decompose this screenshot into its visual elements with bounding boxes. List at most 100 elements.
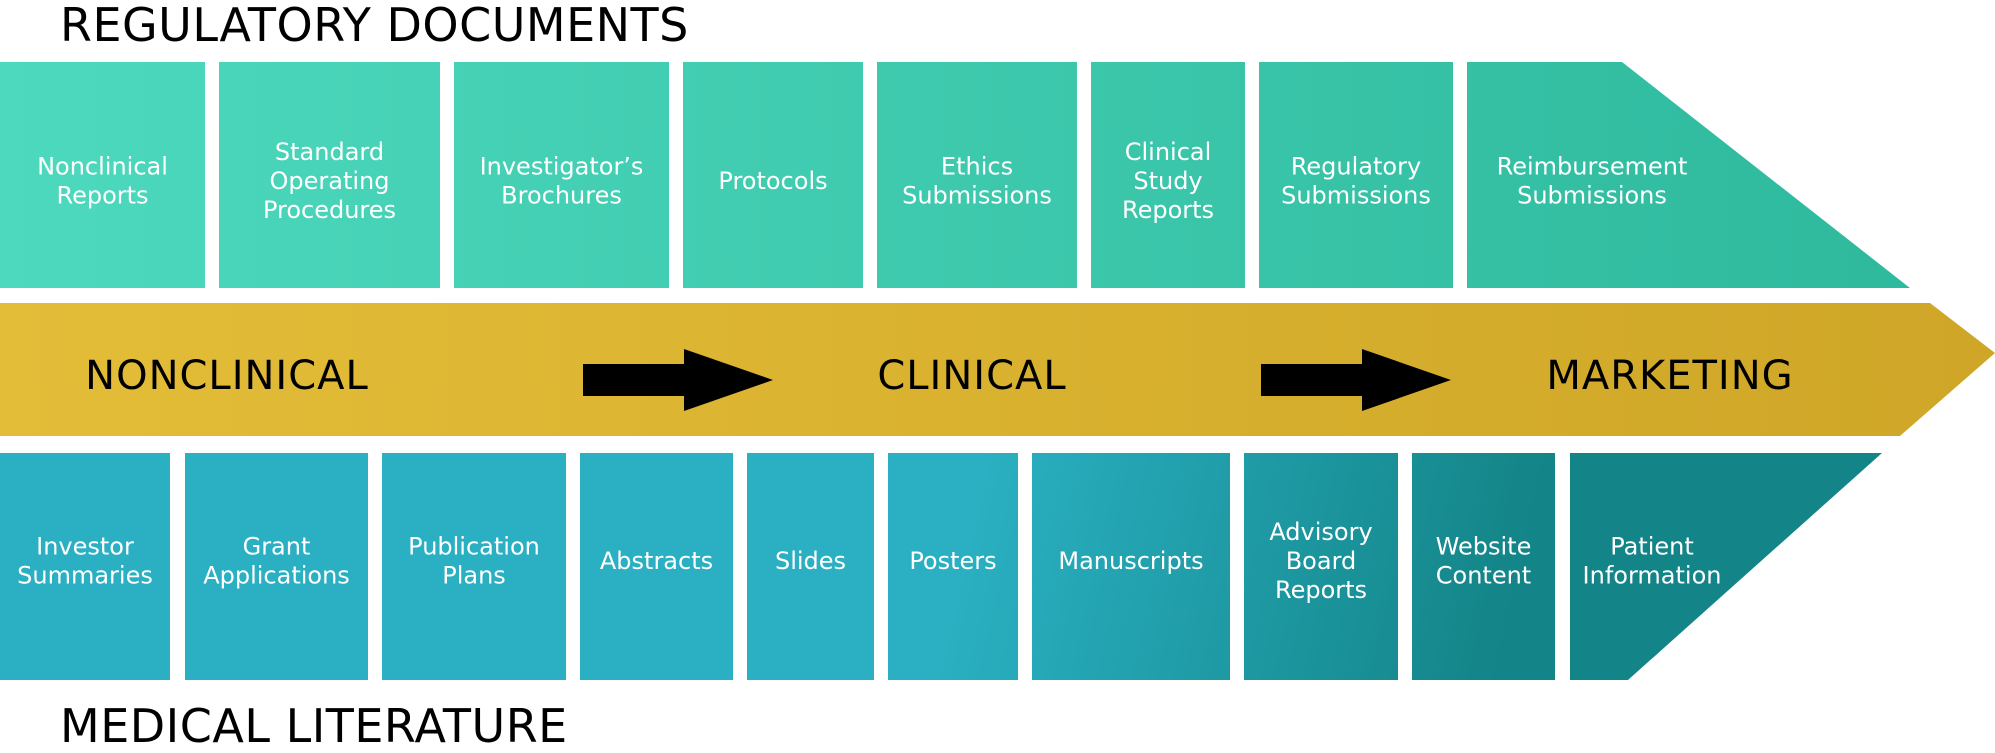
regulatory-box-standard-operating-procedures-label-line: Standard [275, 138, 384, 166]
regulatory-box-protocols-label-line: Protocols [718, 167, 827, 195]
regulatory-box-clinical-study-reports-label-line: Reports [1122, 196, 1214, 224]
stages-chevron-band [0, 303, 1995, 436]
right-arrow-icon [583, 349, 773, 411]
literature-box-publication-plans-label-line: Publication [408, 533, 540, 561]
literature-box-posters-label-line: Posters [909, 547, 996, 575]
literature-box-grant-applications-label-line: Grant [243, 533, 311, 561]
literature-box-slides-label: Slides [775, 547, 846, 575]
literature-box-manuscripts: Manuscripts [1032, 453, 1230, 680]
regulatory-box-ethics-submissions-label-line: Ethics [941, 153, 1013, 181]
literature-box-grant-applications-shape [185, 453, 368, 680]
regulatory-box-regulatory-submissions-shape [1259, 62, 1453, 288]
literature-box-patient-information-label-line: Patient [1610, 533, 1694, 561]
literature-box-investor-summaries-label-line: Summaries [17, 562, 153, 590]
regulatory-box-nonclinical-reports-shape [0, 62, 205, 288]
regulatory-box-investigator-s-brochures-shape [454, 62, 669, 288]
literature-box-abstracts: Abstracts [580, 453, 733, 680]
literature-box-posters: Posters [888, 453, 1018, 680]
regulatory-box-standard-operating-procedures-label-line: Operating [270, 167, 390, 195]
literature-box-publication-plans-label-line: Plans [442, 562, 506, 590]
stage-label-nonclinical: NONCLINICAL [85, 353, 369, 399]
stage-label-marketing: MARKETING [1546, 353, 1793, 399]
regulatory-box-nonclinical-reports-label-line: Reports [56, 182, 148, 210]
development-stages-band: NONCLINICAL CLINICAL MARKETING [0, 303, 1995, 436]
literature-box-abstracts-label: Abstracts [600, 547, 713, 575]
regulatory-box-ethics-submissions-shape [877, 62, 1077, 288]
regulatory-box-standard-operating-procedures-shape [219, 62, 440, 288]
literature-box-patient-information-label-line: Information [1583, 562, 1722, 590]
regulatory-box-reimbursement-submissions-label-line: Submissions [1517, 182, 1667, 210]
regulatory-box-nonclinical-reports-label-line: Nonclinical [37, 153, 168, 181]
stage-label-clinical: CLINICAL [877, 353, 1066, 399]
regulatory-box-protocols-label: Protocols [718, 167, 827, 195]
literature-box-slides: Slides [747, 453, 874, 680]
right-arrow-icon [1261, 349, 1451, 411]
literature-box-abstracts-shape [580, 453, 733, 680]
regulatory-box-reimbursement-submissions-shape [1467, 62, 1910, 288]
regulatory-box-clinical-study-reports-label-line: Clinical [1125, 138, 1212, 166]
literature-box-publication-plans-shape [382, 453, 566, 680]
literature-box-abstracts-label-line: Abstracts [600, 547, 713, 575]
regulatory-box-regulatory-submissions-label-line: Regulatory [1291, 153, 1421, 181]
regulatory-box-ethics-submissions-label-line: Submissions [902, 182, 1052, 210]
literature-box-advisory-board-reports-label-line: Board [1286, 547, 1357, 575]
regulatory-box-reimbursement-submissions-label-line: Reimbursement [1497, 153, 1688, 181]
regulatory-documents-heading: REGULATORY DOCUMENTS [60, 0, 689, 52]
literature-box-website-content-shape [1412, 453, 1555, 680]
regulatory-box-protocols-shape [683, 62, 863, 288]
literature-box-grant-applications-label-line: Applications [203, 562, 350, 590]
literature-box-posters-shape [888, 453, 1018, 680]
literature-box-advisory-board-reports-label-line: Advisory [1269, 518, 1372, 546]
literature-box-investor-summaries-label-line: Investor [36, 533, 134, 561]
regulatory-box-protocols: Protocols [683, 62, 863, 288]
literature-box-investor-summaries-shape [0, 453, 170, 680]
literature-box-manuscripts-label: Manuscripts [1058, 547, 1203, 575]
regulatory-box-regulatory-submissions-label-line: Submissions [1281, 182, 1431, 210]
literature-box-manuscripts-label-line: Manuscripts [1058, 547, 1203, 575]
literature-box-slides-shape [747, 453, 874, 680]
regulatory-box-standard-operating-procedures-label-line: Procedures [263, 196, 396, 224]
regulatory-box-clinical-study-reports-label-line: Study [1133, 167, 1202, 195]
literature-box-advisory-board-reports-label-line: Reports [1275, 576, 1367, 604]
literature-box-slides-label-line: Slides [775, 547, 846, 575]
medical-literature-heading: MEDICAL LITERATURE [60, 699, 568, 753]
regulatory-box-investigator-s-brochures-label-line: Investigator’s [480, 153, 644, 181]
regulatory-box-investigator-s-brochures-label-line: Brochures [501, 182, 622, 210]
literature-box-manuscripts-shape [1032, 453, 1230, 680]
literature-box-advisory-board-reports-shape [1244, 453, 1398, 680]
literature-box-website-content-label-line: Content [1436, 562, 1531, 590]
literature-box-website-content-label-line: Website [1436, 533, 1532, 561]
literature-box-posters-label: Posters [909, 547, 996, 575]
literature-box-patient-information-shape [1570, 453, 1882, 680]
regulatory-box-clinical-study-reports-shape [1091, 62, 1245, 288]
